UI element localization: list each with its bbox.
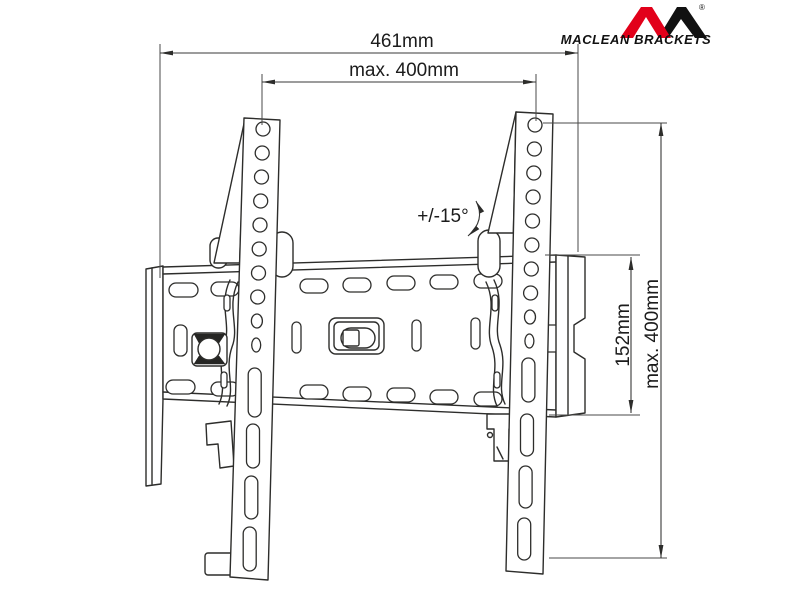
dimension-bracket-height: 152mm [545, 254, 640, 416]
right-hook-capsule [477, 229, 501, 278]
bracket-height-label: 152mm [613, 303, 634, 366]
right-vesa-rail [487, 111, 554, 575]
dimension-vesa-height: max. 400mm [543, 122, 667, 559]
left-rail-holes [242, 121, 271, 572]
registered-mark: ® [699, 3, 705, 12]
right-tilt-lever [493, 279, 506, 405]
plate-slot-row-top [168, 273, 503, 298]
vesa-width-label: max. 400mm [349, 60, 459, 81]
total-width-label: 461mm [370, 31, 433, 52]
brand-name: MACLEAN BRACKETS [561, 32, 711, 47]
right-rail-holes [517, 117, 543, 561]
vesa-height-label: max. 400mm [642, 279, 663, 389]
left-vesa-rail [213, 117, 281, 581]
left-lower-hook [205, 420, 235, 469]
right-rail-side-wedge [487, 111, 517, 234]
plate-slot-row-bottom [165, 379, 503, 407]
brand-logo: ® MACLEAN BRACKETS [561, 3, 711, 47]
tilt-arrow-icon [467, 200, 485, 237]
left-foot [204, 552, 234, 576]
tilt-range-label: +/-15° [417, 206, 468, 227]
locking-latch [328, 317, 385, 355]
dimension-total-width: 461mm [159, 31, 579, 278]
tilt-tension-knob [191, 332, 228, 367]
plate-slot-row-middle [173, 317, 558, 357]
wall-plate-left-end-cap [145, 265, 164, 487]
wall-plate-right-end-cap [555, 254, 586, 418]
dimension-vesa-width: max. 400mm [261, 60, 537, 125]
tilt-annotation: +/-15° [417, 200, 485, 237]
logo-m-black-icon [658, 7, 707, 38]
logo-m-red-icon [620, 7, 671, 38]
